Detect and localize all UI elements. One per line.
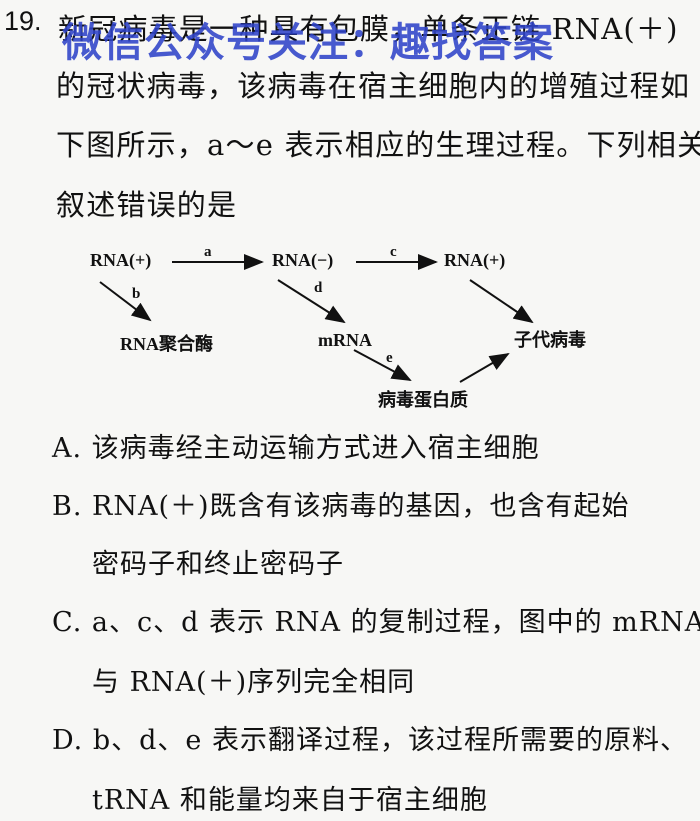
arrow-protein-to-offspring: [459, 352, 510, 383]
arrow-e: [353, 349, 412, 381]
stem-line-3: 下图所示，a～e 表示相应的生理过程。下列相关: [56, 128, 700, 162]
option-a: A. 该病毒经主动运输方式进入宿主细胞: [52, 433, 540, 464]
edge-label-c: c: [390, 244, 397, 260]
stem-line-2: 的冠状病毒，该病毒在宿主细胞内的增殖过程如: [56, 69, 691, 103]
edge-label-b: b: [132, 286, 141, 302]
node-rna-plus-2: RNA(+): [444, 250, 506, 270]
node-rna-minus: RNA(−): [272, 250, 334, 270]
edge-label-e: e: [386, 350, 393, 366]
node-rna-plus-1: RNA(+): [90, 250, 152, 270]
node-rna-polymerase: RNA聚合酶: [120, 334, 213, 354]
diagram-arrows: [99, 254, 534, 383]
arrow-to-offspring: [469, 279, 534, 324]
option-b-line-2: 密码子和终止密码子: [92, 549, 344, 580]
watermark-text: 微信公众号关注：趣找答案: [62, 20, 554, 66]
stem-line-1: 新冠病毒是一种具有包膜，单条正链 RNA(＋): [58, 12, 679, 46]
edge-label-d: d: [314, 280, 323, 296]
option-c-line-1: C. a、c、d 表示 RNA 的复制过程，图中的 mRNA: [52, 607, 700, 638]
question-number: 19.: [4, 6, 42, 36]
arrow-d: [277, 279, 346, 324]
option-c-line-2: 与 RNA(＋)序列完全相同: [92, 667, 416, 698]
arrow-b: [99, 281, 152, 322]
option-d-line-1: D. b、d、e 表示翻译过程，该过程所需要的原料、: [52, 725, 688, 756]
option-d-line-2: tRNA 和能量均来自于宿主细胞: [92, 785, 488, 816]
node-mrna: mRNA: [318, 330, 372, 350]
option-b-line-1: B. RNA(＋)既含有该病毒的基因，也含有起始: [52, 491, 630, 522]
edge-label-a: a: [204, 244, 212, 260]
stem-line-4: 叙述错误的是: [56, 188, 238, 222]
node-offspring-virus: 子代病毒: [514, 330, 586, 350]
node-viral-protein: 病毒蛋白质: [378, 390, 468, 410]
